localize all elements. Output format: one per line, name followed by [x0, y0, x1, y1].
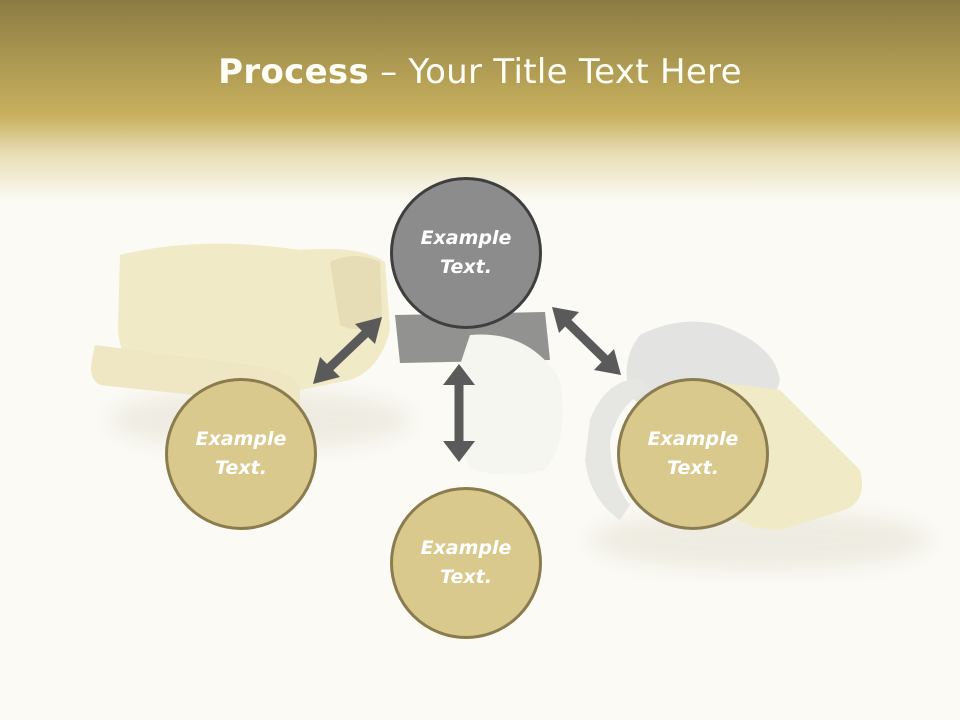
- process-node-right: Example Text.: [617, 378, 769, 530]
- node-right-label: Example Text.: [647, 428, 739, 479]
- node-top-label: Example Text.: [420, 227, 512, 278]
- slide-title: Process – Your Title Text Here: [0, 52, 960, 92]
- title-banner: [0, 0, 960, 200]
- title-bold: Process: [218, 52, 370, 92]
- double-arrow-icon: [443, 364, 475, 462]
- process-node-top: Example Text.: [390, 177, 542, 329]
- process-node-left: Example Text.: [165, 378, 317, 530]
- node-bottom-label: Example Text.: [420, 537, 512, 588]
- title-rest: – Your Title Text Here: [369, 52, 742, 92]
- double-arrow-icon: [313, 317, 382, 384]
- double-arrow-icon: [552, 307, 621, 375]
- node-left-label: Example Text.: [195, 428, 287, 479]
- process-node-bottom: Example Text.: [390, 487, 542, 639]
